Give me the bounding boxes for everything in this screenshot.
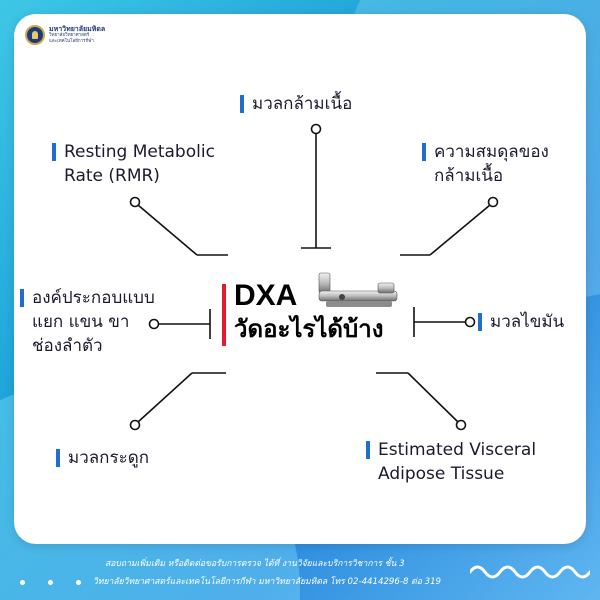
connector-symmetry bbox=[429, 204, 491, 256]
logo-name: มหาวิทยาลัยมหิดล bbox=[49, 25, 106, 33]
label-bar bbox=[240, 95, 244, 113]
label-fat-mass-text: มวลไขมัน bbox=[490, 312, 565, 332]
footer-dots bbox=[20, 570, 99, 589]
center-title-block: DXA วัดอะไรได้บ้าง bbox=[222, 280, 383, 346]
label-bar bbox=[56, 449, 60, 467]
logo-sub-2: และเทคโนโลยีการกีฬา bbox=[49, 38, 94, 44]
label-symmetry-line2: กล้ามเนื้อ bbox=[434, 166, 504, 186]
label-muscle-mass-text: มวลกล้ามเนื้อ bbox=[252, 94, 353, 114]
content-card bbox=[14, 14, 586, 544]
label-bar bbox=[366, 441, 370, 459]
university-seal-icon bbox=[25, 25, 45, 45]
label-bone-mass-text: มวลกระดูก bbox=[68, 448, 150, 468]
label-rmr-line1: Resting Metabolic bbox=[64, 142, 215, 162]
label-muscle-mass: มวลกล้ามเนื้อ bbox=[240, 92, 352, 116]
footer-dot bbox=[20, 580, 25, 585]
footer-wave-icon bbox=[470, 565, 590, 579]
footer-contact-line1: สอบถามเพิ่มเติม หรือติดต่อขอรับการตรวจ ไ… bbox=[105, 559, 405, 569]
label-composition-line1: องค์ประกอบแบบ bbox=[32, 288, 155, 308]
connector-bone bbox=[137, 372, 193, 423]
label-composition-line2: แยก แขน ขา bbox=[32, 312, 130, 332]
label-bar bbox=[52, 143, 56, 161]
label-composition-line3: ช่องลำตัว bbox=[32, 336, 103, 356]
connector-fat-mass-dot bbox=[464, 316, 476, 328]
connector-vat-dot bbox=[455, 419, 467, 431]
label-vat-line1: Estimated Visceral bbox=[378, 440, 537, 460]
label-rmr-line2: Rate (RMR) bbox=[64, 166, 160, 186]
label-fat-mass: มวลไขมัน bbox=[478, 310, 564, 334]
connector-vat bbox=[407, 372, 459, 423]
label-vat-line2: Adipose Tissue bbox=[378, 464, 505, 484]
label-bar bbox=[422, 143, 426, 161]
connector-symmetry-dot bbox=[487, 196, 499, 208]
connector-rmr bbox=[137, 204, 198, 256]
footer-contact-line2: วิทยาลัยวิทยาศาสตร์และเทคโนโลยีการกีฬา ม… bbox=[93, 577, 442, 587]
logo-sub-1: วิทยาลัยวิทยาศาสตร์ bbox=[49, 33, 90, 38]
label-rmr: Resting Metabolic Rate (RMR) bbox=[52, 140, 215, 188]
footer: สอบถามเพิ่มเติม หรือติดต่อขอรับการตรวจ ไ… bbox=[0, 554, 600, 600]
footer-dot bbox=[76, 580, 82, 585]
dxa-scanner-icon bbox=[318, 272, 398, 307]
logo-text: มหาวิทยาลัยมหิดล วิทยาลัยวิทยาศาสตร์ และ… bbox=[49, 26, 105, 44]
label-bar bbox=[478, 313, 482, 331]
label-composition: องค์ประกอบแบบ แยก แขน ขา ช่องลำตัว bbox=[20, 286, 155, 358]
title-accent-bar bbox=[222, 284, 226, 346]
connector-rmr-dot bbox=[129, 196, 141, 208]
footer-dot bbox=[48, 580, 54, 585]
label-bone-mass: มวลกระดูก bbox=[56, 446, 149, 470]
label-bar bbox=[20, 289, 24, 307]
connector-bone-dot bbox=[129, 419, 141, 431]
label-vat: Estimated Visceral Adipose Tissue bbox=[366, 438, 536, 486]
label-symmetry-line1: ความสมดุลของ bbox=[434, 142, 549, 162]
university-logo: มหาวิทยาลัยมหิดล วิทยาลัยวิทยาศาสตร์ และ… bbox=[25, 25, 105, 45]
connector-muscle-mass-dot bbox=[310, 123, 322, 135]
center-subtitle: วัดอะไรได้บ้าง bbox=[234, 315, 384, 343]
label-symmetry: ความสมดุลของ กล้ามเนื้อ bbox=[422, 140, 549, 188]
center-title: DXA bbox=[234, 279, 298, 312]
